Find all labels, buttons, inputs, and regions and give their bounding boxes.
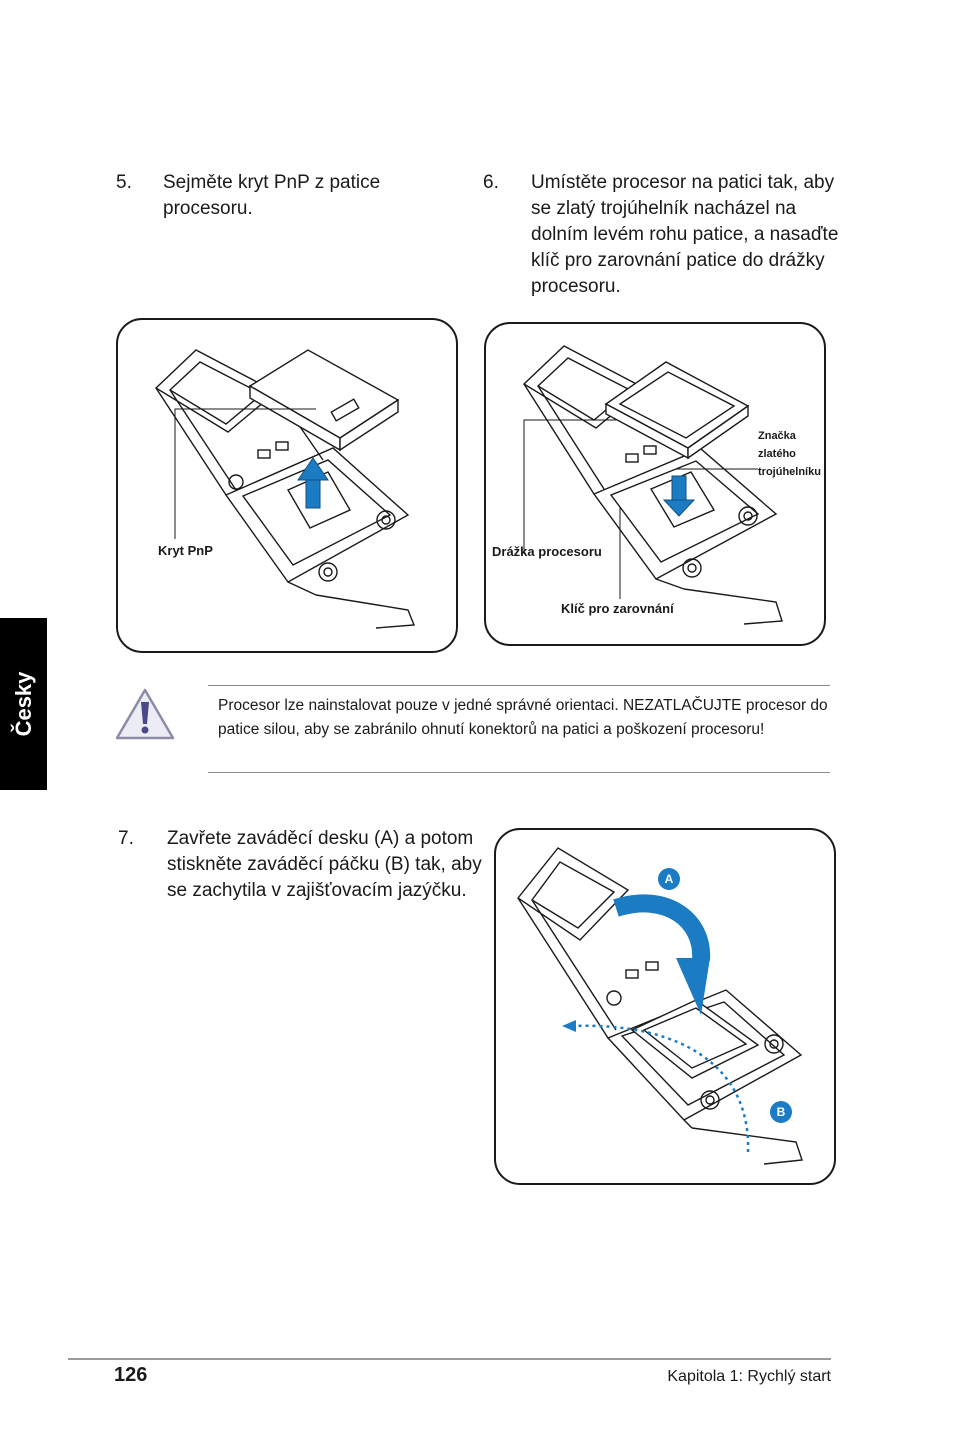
step-6: 6. Umístěte procesor na patici tak, aby … [483, 170, 863, 300]
step-number: 6. [483, 172, 499, 193]
label-gold-triangle: Značka zlatého trojúhelníku [758, 427, 821, 481]
figure-pnp-cap-removal: Kryt PnP [116, 318, 458, 653]
close-plate-arrow-icon [613, 894, 711, 1015]
label-gold-triangle-line: Značka [758, 430, 796, 442]
warning-note: Procesor lze nainstalovat pouze v jedné … [208, 685, 830, 773]
language-tab-label: Česky [10, 671, 36, 737]
label-cpu-notch: Drážka procesoru [492, 544, 602, 559]
socket-illustration-3 [516, 847, 803, 1165]
socket-illustration-2 [522, 345, 783, 625]
badge-a: A [658, 868, 680, 890]
lever-arc-arrow-icon [562, 1020, 750, 1153]
step-text: Umístěte procesor na patici tak, aby se … [531, 172, 839, 297]
chapter-title: Kapitola 1: Rychlý start [667, 1368, 831, 1385]
down-arrow-icon [662, 475, 696, 517]
language-tab: Česky [0, 618, 47, 790]
badge-b: B [770, 1101, 792, 1123]
footer-divider [68, 1358, 831, 1360]
step-text: Sejměte kryt PnP z patice procesoru. [163, 172, 381, 219]
step-number: 5. [116, 172, 132, 193]
label-alignment-key: Klíč pro zarovnání [561, 601, 674, 616]
figure-close-load-plate: A B [494, 828, 836, 1185]
label-pnp-cap: Kryt PnP [158, 543, 213, 558]
up-arrow-icon [297, 457, 329, 509]
step-7: 7. Zavřete zaváděcí desku (A) a potom st… [118, 826, 488, 910]
warning-text: Procesor lze nainstalovat pouze v jedné … [218, 697, 828, 738]
figure-place-cpu: Drážka procesoru Klíč pro zarovnání Znač… [484, 322, 826, 646]
step-number: 7. [118, 828, 134, 849]
step-text: Zavřete zaváděcí desku (A) a potom stisk… [167, 828, 482, 901]
label-gold-triangle-line: trojúhelníku [758, 466, 821, 478]
socket-illustration-1 [154, 349, 416, 629]
warning-triangle-icon [114, 686, 176, 742]
step-5: 5. Sejměte kryt PnP z patice procesoru. [116, 170, 416, 230]
label-gold-triangle-line: zlatého [758, 448, 796, 460]
page-number: 126 [114, 1364, 148, 1386]
